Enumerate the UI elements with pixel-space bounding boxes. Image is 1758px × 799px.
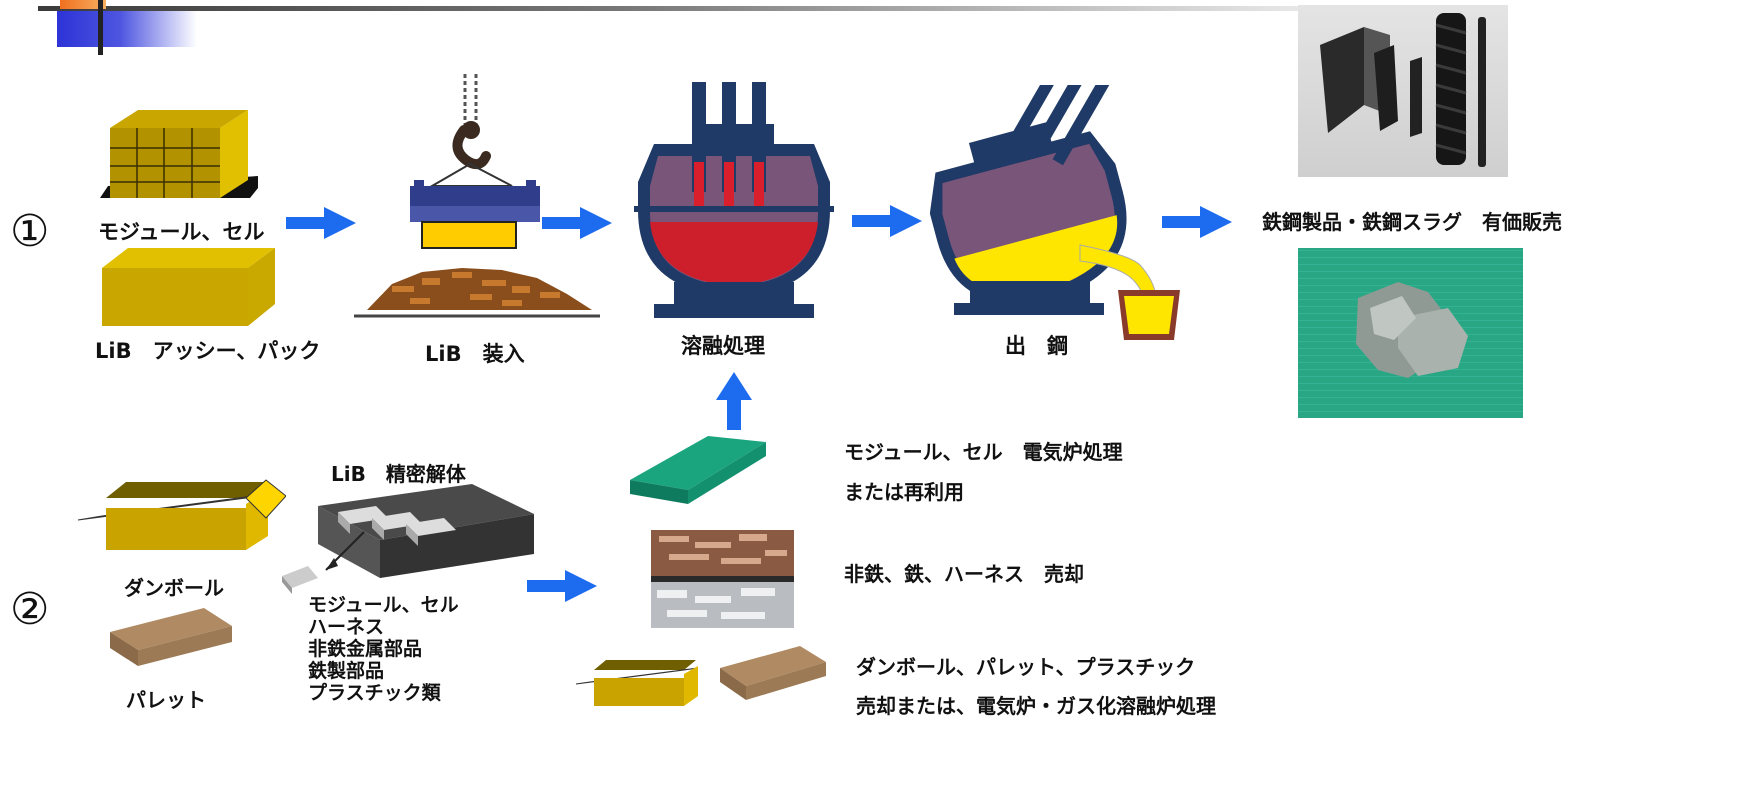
row2-marker: ②	[10, 584, 50, 635]
lib-pack-icon	[102, 248, 275, 326]
module-stack-icon	[100, 110, 258, 198]
scrap-pile	[354, 268, 600, 318]
flow-arrow-3	[852, 205, 922, 237]
label-cardboard: ダンボール	[124, 576, 224, 600]
header-accent-top	[60, 0, 106, 9]
label-products: 鉄鋼製品・鉄鋼スラグ 有価販売	[1262, 210, 1562, 234]
header-bar	[38, 6, 1338, 11]
crane-hook-icon	[354, 74, 600, 318]
header-accent	[57, 11, 197, 47]
parts-item: モジュール、セル	[308, 594, 459, 616]
tapping-furnace-icon	[930, 85, 1157, 315]
dismantle-tray-icon	[282, 484, 534, 594]
slag-photo	[1298, 248, 1523, 418]
parts-item: 鉄製部品	[308, 660, 385, 682]
flow-arrow-1	[286, 207, 356, 239]
small-cardboard-box-icon	[575, 660, 699, 706]
ladle-icon	[1118, 290, 1180, 340]
label-lib-charge: LiB 装入	[425, 342, 525, 366]
label-pallet: パレット	[126, 688, 206, 712]
parts-item: 非鉄金属部品	[308, 638, 423, 660]
label-dismantle-title: LiB 精密解体	[331, 462, 466, 486]
electric-furnace-icon	[634, 82, 834, 318]
flow-arrow-up	[716, 372, 752, 430]
parts-item: ハーネス	[308, 616, 385, 638]
label-out-packing-1: ダンボール、パレット、プラスチック	[856, 655, 1196, 679]
steel-products-photo	[1298, 5, 1508, 177]
label-out-module-1: モジュール、セル 電気炉処理	[844, 440, 1123, 464]
pallet-icon	[110, 608, 232, 666]
flow-arrow-5	[527, 570, 597, 602]
row1-marker: ①	[10, 206, 50, 257]
metal-scrap-photo	[651, 530, 794, 628]
flow-arrow-4	[1162, 206, 1232, 238]
label-out-module-2: または再利用	[844, 480, 964, 504]
label-melting: 溶融処理	[681, 334, 765, 358]
label-out-metals: 非鉄、鉄、ハーネス 売却	[844, 562, 1084, 586]
label-out-packing-2: 売却または、電気炉・ガス化溶融炉処理	[856, 694, 1216, 718]
parts-list: モジュール、セル ハーネス 非鉄金属部品 鉄製部品 プラスチック類	[308, 594, 459, 704]
module-plate-icon	[630, 436, 766, 504]
parts-item: プラスチック類	[308, 682, 441, 704]
header-vline	[98, 0, 103, 55]
label-tapping: 出 鋼	[1005, 334, 1068, 358]
label-module-cell: モジュール、セル	[98, 220, 265, 244]
flow-arrow-2	[542, 207, 612, 239]
label-lib-assy: LiB アッシー、パック	[95, 339, 321, 363]
small-pallet-icon	[720, 646, 826, 700]
cardboard-box-icon	[77, 479, 286, 550]
